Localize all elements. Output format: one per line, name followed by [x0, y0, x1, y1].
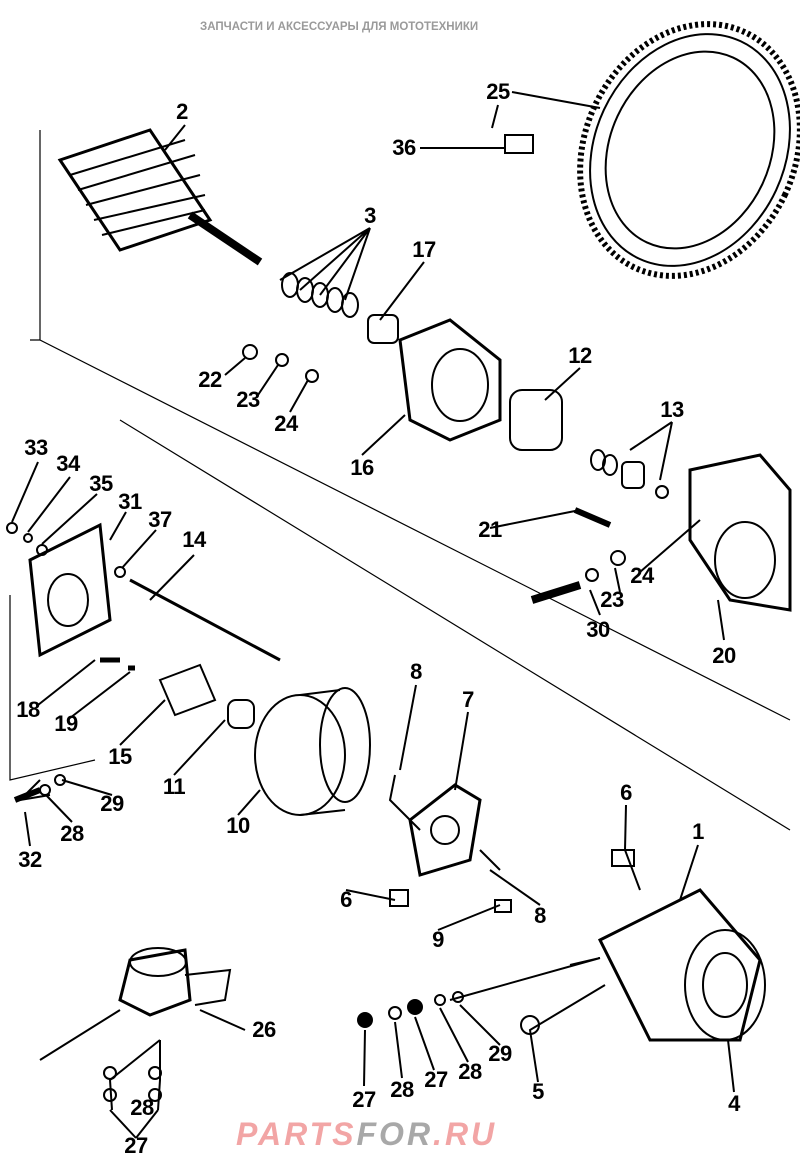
part-label: 26	[252, 1017, 276, 1042]
part-label: 5	[532, 1079, 544, 1104]
watermark-brand-c: .RU	[433, 1116, 498, 1152]
watermark-logo: PARTSFOR.RU	[236, 1118, 497, 1150]
pinion-12	[509, 389, 563, 451]
part-label: 2	[176, 99, 188, 124]
bolt-30	[530, 581, 582, 604]
part-label: 4	[728, 1091, 740, 1116]
part-label: 21	[478, 517, 502, 542]
part-label: 35	[89, 471, 113, 496]
part-label: 25	[486, 79, 510, 104]
part-label: 15	[108, 744, 132, 769]
part-label: 17	[412, 237, 436, 262]
thru-bolt-14	[129, 578, 281, 662]
part-label: 24	[274, 411, 298, 436]
housing-10	[254, 687, 371, 816]
part-label: 28	[458, 1059, 482, 1084]
end-frame-16	[398, 318, 502, 442]
part-label: 28	[130, 1095, 154, 1120]
part-label: 16	[350, 455, 374, 480]
part-label: 33	[24, 435, 48, 460]
part-label: 6	[620, 780, 632, 805]
part-label: 23	[236, 387, 260, 412]
brush-plate-7	[408, 783, 482, 877]
leaders-mid	[224, 357, 673, 529]
part-label: 36	[392, 135, 416, 160]
part-label: 8	[534, 903, 546, 928]
watermark-brand-a: PARTS	[236, 1116, 357, 1152]
part-label: 3	[364, 203, 376, 228]
part-label: 27	[124, 1133, 148, 1158]
part-label: 29	[488, 1041, 512, 1066]
part-label: 28	[390, 1077, 414, 1102]
part-label: 24	[630, 563, 654, 588]
part-label: 13	[660, 397, 684, 422]
armature	[57, 128, 263, 266]
part-label: 14	[182, 527, 206, 552]
motor-yoke-1	[597, 888, 766, 1042]
bushing-11	[227, 699, 255, 729]
leader-lines-top	[420, 91, 601, 149]
brush-holder-15	[158, 663, 217, 717]
ring-gear	[577, 21, 800, 279]
part-label: 23	[600, 587, 624, 612]
plate-31	[28, 522, 112, 658]
part-label: 18	[16, 697, 40, 722]
part-label: 22	[198, 367, 222, 392]
part-label: 19	[54, 711, 78, 736]
watermark-tagline: ЗАПЧАСТИ И АКСЕССУАРЫ ДЛЯ МОТОТЕХНИКИ	[200, 21, 479, 33]
part-label: 8	[410, 659, 422, 684]
part-label: 6	[340, 887, 352, 912]
part-label: 31	[118, 489, 142, 514]
bracket-20	[688, 453, 792, 612]
part-label: 30	[586, 617, 610, 642]
part-label: 34	[56, 451, 80, 476]
bolt-36	[504, 134, 534, 154]
part-label: 27	[352, 1087, 376, 1112]
part-label: 9	[432, 927, 444, 952]
part-label: 27	[424, 1067, 448, 1092]
part-label: 29	[100, 791, 124, 816]
part-label: 37	[148, 507, 172, 532]
part-label: 32	[18, 847, 42, 872]
part-label: 1	[692, 819, 704, 844]
part-label: 7	[462, 687, 474, 712]
spring-3	[281, 272, 359, 318]
part-label: 20	[712, 643, 736, 668]
leaders-2-3-17	[164, 124, 425, 321]
solenoid-26	[118, 947, 232, 1017]
part-label: 10	[226, 813, 250, 838]
part-label: 11	[162, 774, 186, 799]
watermark-brand-b: FOR	[356, 1116, 434, 1152]
spring-13	[590, 449, 669, 499]
part-label: 12	[568, 343, 592, 368]
bushing-17	[367, 314, 399, 344]
part-label: 28	[60, 821, 84, 846]
